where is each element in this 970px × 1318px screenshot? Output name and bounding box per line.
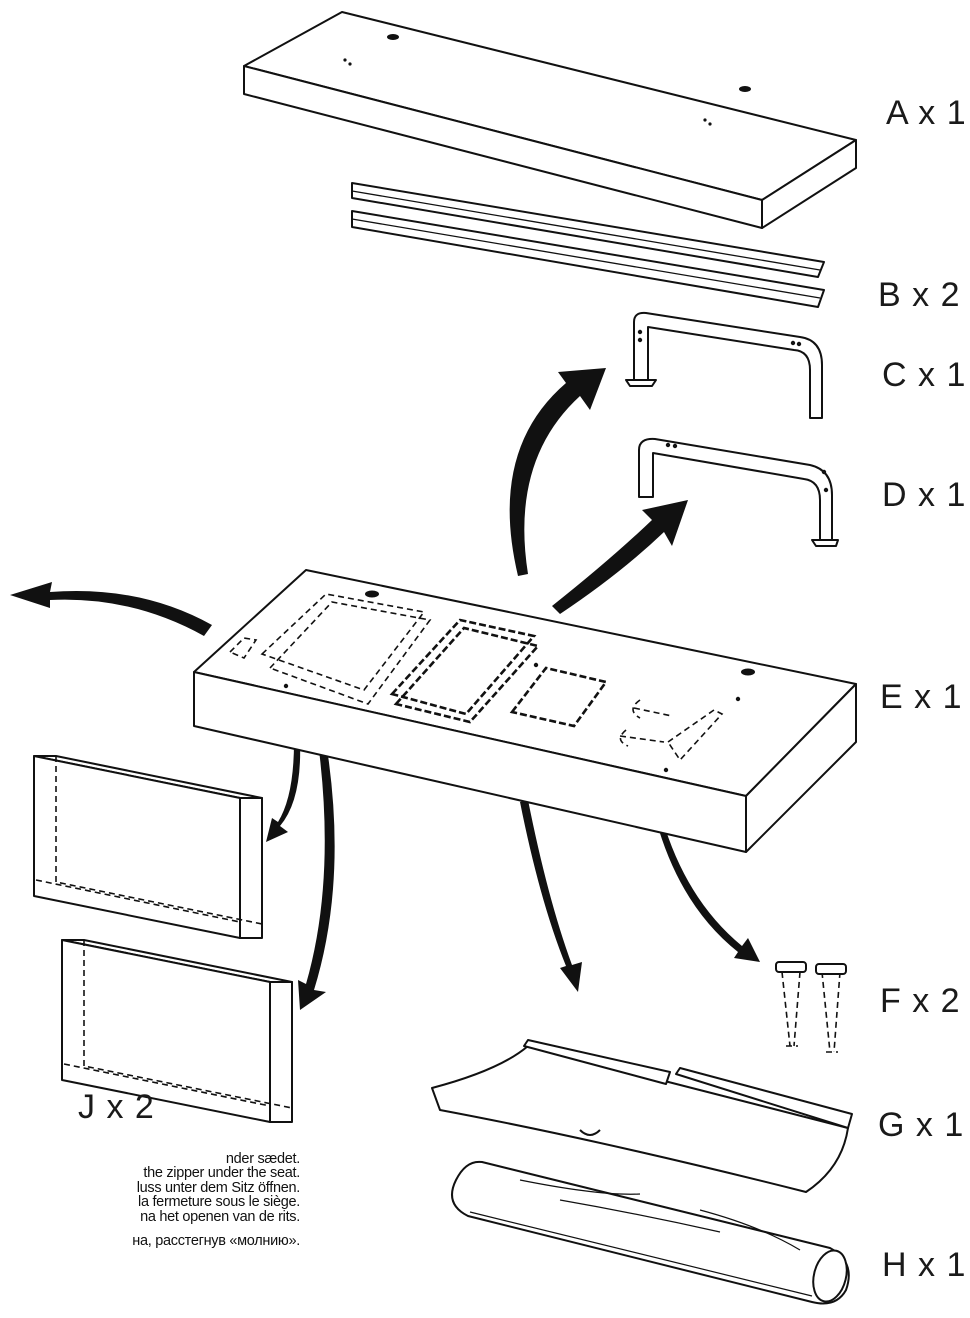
part-e-drawing <box>193 569 857 853</box>
part-g-drawing <box>431 1039 853 1193</box>
arrow-left <box>10 582 212 636</box>
label-part-h: H x 1 <box>882 1246 967 1284</box>
part-a-drawing <box>243 11 857 229</box>
arrow-to-j-lower <box>298 742 335 1010</box>
label-part-e: E x 1 <box>880 678 963 716</box>
part-j-drawing <box>33 755 293 1123</box>
instruction-nl: na het openen van de rits. <box>140 1209 300 1225</box>
instruction-text: nder sædet. the zipper under the seat. l… <box>0 1152 300 1248</box>
part-f-drawing <box>775 961 847 1053</box>
instruction-en: the zipper under the seat. <box>143 1166 300 1181</box>
instruction-fr: la fermeture sous le siège. <box>138 1195 300 1210</box>
instruction-ru: на, расстегнув «молнию». <box>132 1234 300 1249</box>
instruction-de: luss unter dem Sitz öffnen. <box>136 1180 300 1196</box>
part-c-drawing <box>625 311 823 419</box>
instruction-da: nder sædet. <box>225 1152 300 1167</box>
arrow-to-g <box>520 800 582 992</box>
part-d-drawing <box>638 437 839 547</box>
label-part-a: A x 1 <box>886 94 967 132</box>
arrow-to-d <box>552 500 688 614</box>
label-part-b: B x 2 <box>878 276 961 314</box>
label-part-j: J x 2 <box>78 1088 155 1126</box>
label-part-g: G x 1 <box>878 1106 965 1144</box>
arrow-to-j-upper <box>266 742 301 842</box>
label-part-c: C x 1 <box>882 356 967 394</box>
arrow-to-c <box>509 368 606 576</box>
part-h-drawing <box>451 1160 850 1305</box>
label-part-d: D x 1 <box>882 476 967 514</box>
part-b-drawing <box>351 182 825 308</box>
label-part-f: F x 2 <box>880 982 961 1020</box>
